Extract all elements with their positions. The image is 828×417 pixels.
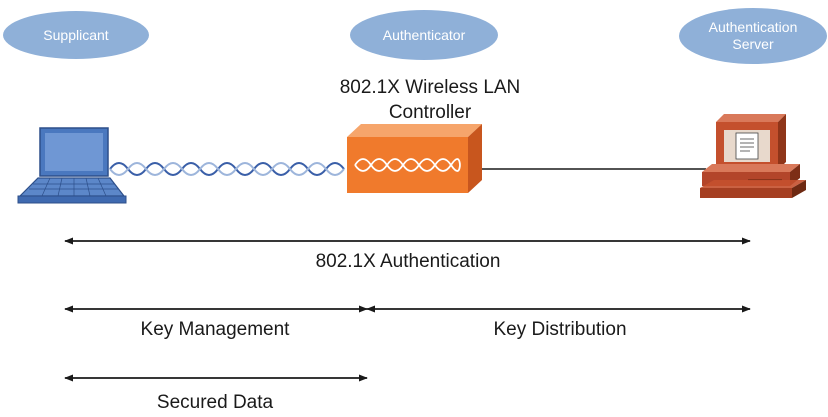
document-icon	[735, 132, 759, 160]
controller-title-line2: Controller	[388, 102, 472, 123]
authentication-server-label-line2: Server	[732, 36, 774, 52]
authenticator-bubble: Authenticator	[350, 10, 498, 60]
authentication-label: 802.1X Authentication	[315, 251, 501, 272]
supplicant-bubble: Supplicant	[3, 11, 149, 59]
supplicant-label: Supplicant	[43, 26, 109, 43]
key-management-label: Key Management	[140, 319, 290, 340]
controller-title-line1: 802.1X Wireless LAN	[339, 77, 521, 98]
laptop-icon	[17, 127, 127, 204]
controller-title: 802.1X Wireless LAN Controller	[300, 75, 560, 125]
authentication-server-bubble: Authentication Server	[679, 8, 827, 64]
wireless-lan-controller-icon	[347, 124, 482, 193]
wireless-signal-icon	[109, 162, 345, 176]
key-distribution-label: Key Distribution	[493, 319, 627, 340]
authentication-server-label-line1: Authentication	[708, 19, 798, 35]
authenticator-label: Authenticator	[382, 26, 466, 43]
secured-data-label: Secured Data	[156, 392, 274, 413]
authentication-server-icon	[700, 114, 806, 198]
